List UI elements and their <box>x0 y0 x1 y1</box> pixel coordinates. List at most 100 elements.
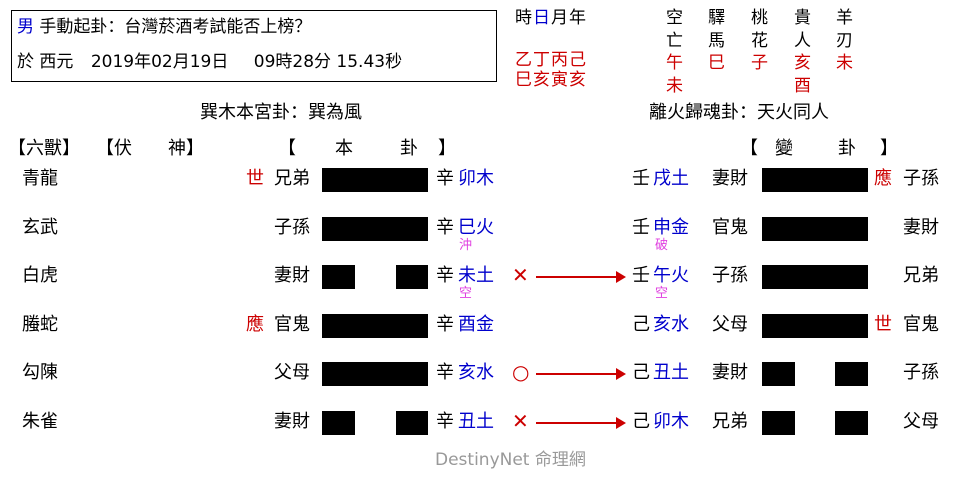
change-arrow-shaft <box>536 276 624 278</box>
changed-relation-label: 妻財 <box>712 168 748 189</box>
stem-label: 辛 <box>436 168 454 189</box>
spirit-row3-2: 子 <box>751 53 768 73</box>
changed-stem-label: 己 <box>632 410 650 432</box>
relation-label: 父母 <box>274 362 310 383</box>
changed-stem-label: 己 <box>632 313 650 335</box>
changed-hexagram-name: 離火歸魂卦：天火同人 <box>649 102 829 123</box>
relation-label: 子孫 <box>274 216 310 238</box>
spirit-row4-3: 酉 <box>794 76 811 96</box>
brand-name: DestinyNet <box>435 450 530 470</box>
shi-ying-marker: 應 <box>246 313 264 335</box>
changed-stem-label: 壬 <box>632 216 650 238</box>
relation-label: 妻財 <box>274 265 310 286</box>
beast-label: 勾陳 <box>22 362 58 383</box>
beast-label: 青龍 <box>22 168 58 189</box>
yang-line <box>322 362 428 386</box>
moving-line-symbol: ✕ <box>512 263 529 287</box>
changed-relation2-label: 子孫 <box>903 168 939 189</box>
beast-label: 朱雀 <box>22 410 58 432</box>
spirit-row1-4: 羊 <box>836 8 853 28</box>
changed-branch-label: 卯木 <box>653 410 689 432</box>
changed-relation-label: 兄弟 <box>712 410 748 432</box>
main-hexagram-name: 巽木本宮卦：巽為風 <box>200 102 362 123</box>
main-note: 沖 <box>459 237 473 253</box>
relation-label: 兄弟 <box>274 168 310 189</box>
cal-stems: 乙丁丙己 <box>515 50 587 70</box>
spirit-row2-3: 人 <box>794 31 811 51</box>
branch-label: 亥水 <box>458 362 494 383</box>
spirit-row2-1: 馬 <box>708 31 725 51</box>
stem-label: 辛 <box>436 313 454 335</box>
date-prefix: 於 西元 <box>17 52 74 72</box>
beast-label: 玄武 <box>22 216 58 238</box>
changed-branch-label: 丑土 <box>653 362 689 383</box>
changed-branch-label: 午火 <box>653 265 689 286</box>
changed-relation2-label: 兄弟 <box>903 265 939 286</box>
col-main-close: 】 <box>438 138 456 159</box>
relation-label: 妻財 <box>274 410 310 432</box>
changed-relation2-label: 妻財 <box>903 216 939 238</box>
changed-relation-label: 父母 <box>712 313 748 335</box>
col-changed-word2: 卦 <box>838 138 856 159</box>
stem-label: 辛 <box>436 410 454 432</box>
arrow-head-icon <box>616 271 626 283</box>
col-main-open: 【 <box>278 138 296 159</box>
changed-stem-label: 壬 <box>632 168 650 189</box>
gender: 男 <box>17 17 34 37</box>
spirit-row2-2: 花 <box>751 31 768 51</box>
changed-shi-ying-marker: 應 <box>874 168 892 189</box>
time-value: 09時28分 15.43秒 <box>253 52 403 72</box>
stem-label: 辛 <box>436 265 454 286</box>
changed-note: 空 <box>655 286 669 301</box>
header-box <box>11 10 497 82</box>
changed-relation-label: 官鬼 <box>712 216 748 238</box>
col-six-beasts: 【六獸】 <box>8 138 80 159</box>
moving-line-symbol: ○ <box>512 360 530 384</box>
yin-line-right <box>396 410 428 435</box>
changed-yin-line-right <box>835 410 868 435</box>
spirit-row4-0: 未 <box>666 76 683 96</box>
date-value: 2019年02月19日 <box>90 52 229 72</box>
yang-line <box>322 168 428 192</box>
main-note: 空 <box>459 286 473 301</box>
changed-yang-line <box>762 216 868 241</box>
branch-label: 巳火 <box>458 216 494 238</box>
yin-line-left <box>322 265 355 289</box>
cal-label-month: 月 <box>551 8 569 28</box>
spirit-row1-2: 桃 <box>751 8 768 28</box>
changed-relation2-label: 父母 <box>903 410 939 432</box>
beast-label: 螣蛇 <box>22 313 58 335</box>
spirit-row1-0: 空 <box>666 8 683 28</box>
shi-ying-marker: 世 <box>246 168 264 189</box>
calendar-labels: 時日月年 <box>515 8 587 28</box>
cal-label-day: 日 <box>533 8 551 28</box>
changed-stem-label: 壬 <box>632 265 650 286</box>
yin-line-right <box>396 265 428 289</box>
changed-yin-line-left <box>762 410 795 435</box>
moving-line-symbol: ✕ <box>512 408 529 433</box>
col-main-word2: 卦 <box>400 138 418 159</box>
changed-yin-line-right <box>835 362 868 386</box>
yang-line <box>322 216 428 241</box>
changed-yang-line <box>762 168 868 192</box>
changed-relation2-label: 官鬼 <box>903 313 939 335</box>
brand-cn: 命理網 <box>534 450 586 470</box>
relation-label: 官鬼 <box>274 313 310 335</box>
spirit-row3-1: 巳 <box>708 53 725 73</box>
date-line: 於 西元 2019年02月19日 09時28分 15.43秒 <box>17 52 402 72</box>
col-hidden-spirit: 【伏 神】 <box>96 138 204 159</box>
question-text: 手動起卦：台灣菸酒考試能否上榜？ <box>39 17 312 37</box>
changed-branch-label: 亥水 <box>653 313 689 335</box>
spirit-row2-0: 亡 <box>666 31 683 51</box>
spirit-row3-0: 午 <box>666 53 683 73</box>
branch-label: 酉金 <box>458 313 494 335</box>
stem-label: 辛 <box>436 216 454 238</box>
cal-label-year: 年 <box>569 8 587 28</box>
branch-label: 丑土 <box>458 410 494 432</box>
changed-yin-line-left <box>762 362 795 386</box>
spirit-row3-3: 亥 <box>794 53 811 73</box>
changed-relation2-label: 子孫 <box>903 362 939 383</box>
arrow-head-icon <box>616 416 626 429</box>
change-arrow-shaft <box>536 373 624 375</box>
col-main-word1: 本 <box>335 138 353 159</box>
